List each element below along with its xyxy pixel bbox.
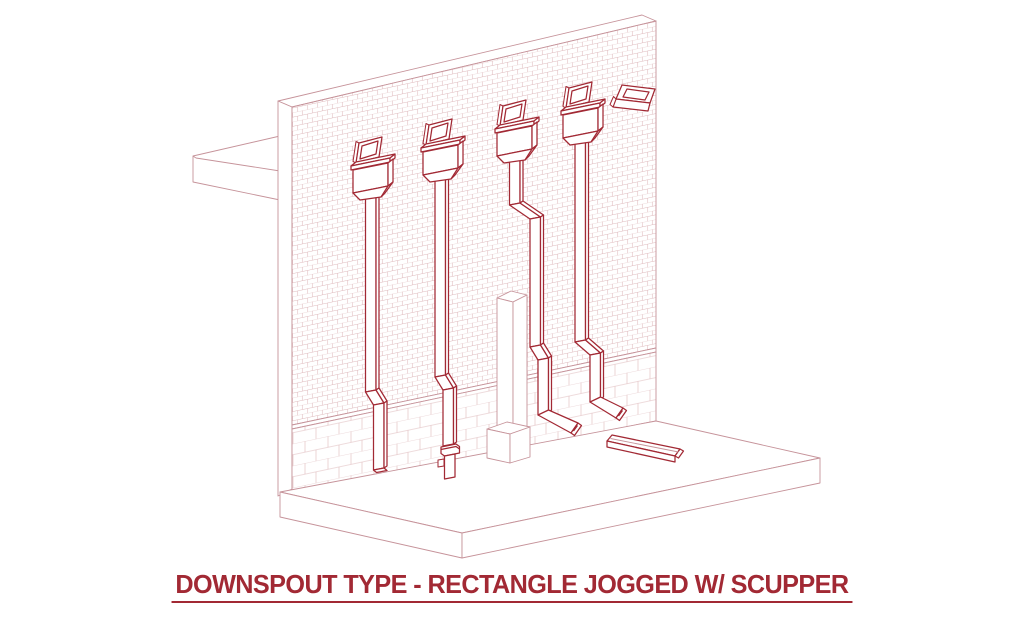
drawing-title: DOWNSPOUT TYPE - RECTANGLE JOGGED W/ SCU…: [171, 569, 853, 603]
wall-pier: [486, 290, 531, 464]
title-block: DOWNSPOUT TYPE - RECTANGLE JOGGED W/ SCU…: [0, 569, 1024, 603]
boot-below-grade: [443, 453, 456, 480]
discharge-opening: [615, 407, 628, 422]
downspout-pipe: [364, 195, 377, 393]
downspout-assembly-4: [560, 81, 628, 422]
pipe-end: [372, 467, 388, 474]
loose-scupper-detail: [609, 84, 656, 112]
brick-wall: [277, 14, 657, 497]
ground-slab: [279, 420, 821, 559]
downspout-assembly-1: [350, 136, 396, 474]
downspout-pipe: [574, 140, 587, 343]
roof-ledge: [192, 135, 281, 201]
wall-end-face: [277, 100, 293, 497]
cleanout-nub: [437, 458, 445, 468]
downspout-pipe: [508, 158, 521, 206]
downspout-assembly-3: [494, 99, 583, 437]
downspout-assembly-2: [420, 118, 466, 480]
splash-block: [606, 434, 685, 463]
downspout-axon-drawing: [192, 14, 821, 559]
downspout-pipe: [434, 177, 447, 378]
discharge-opening: [570, 422, 583, 437]
